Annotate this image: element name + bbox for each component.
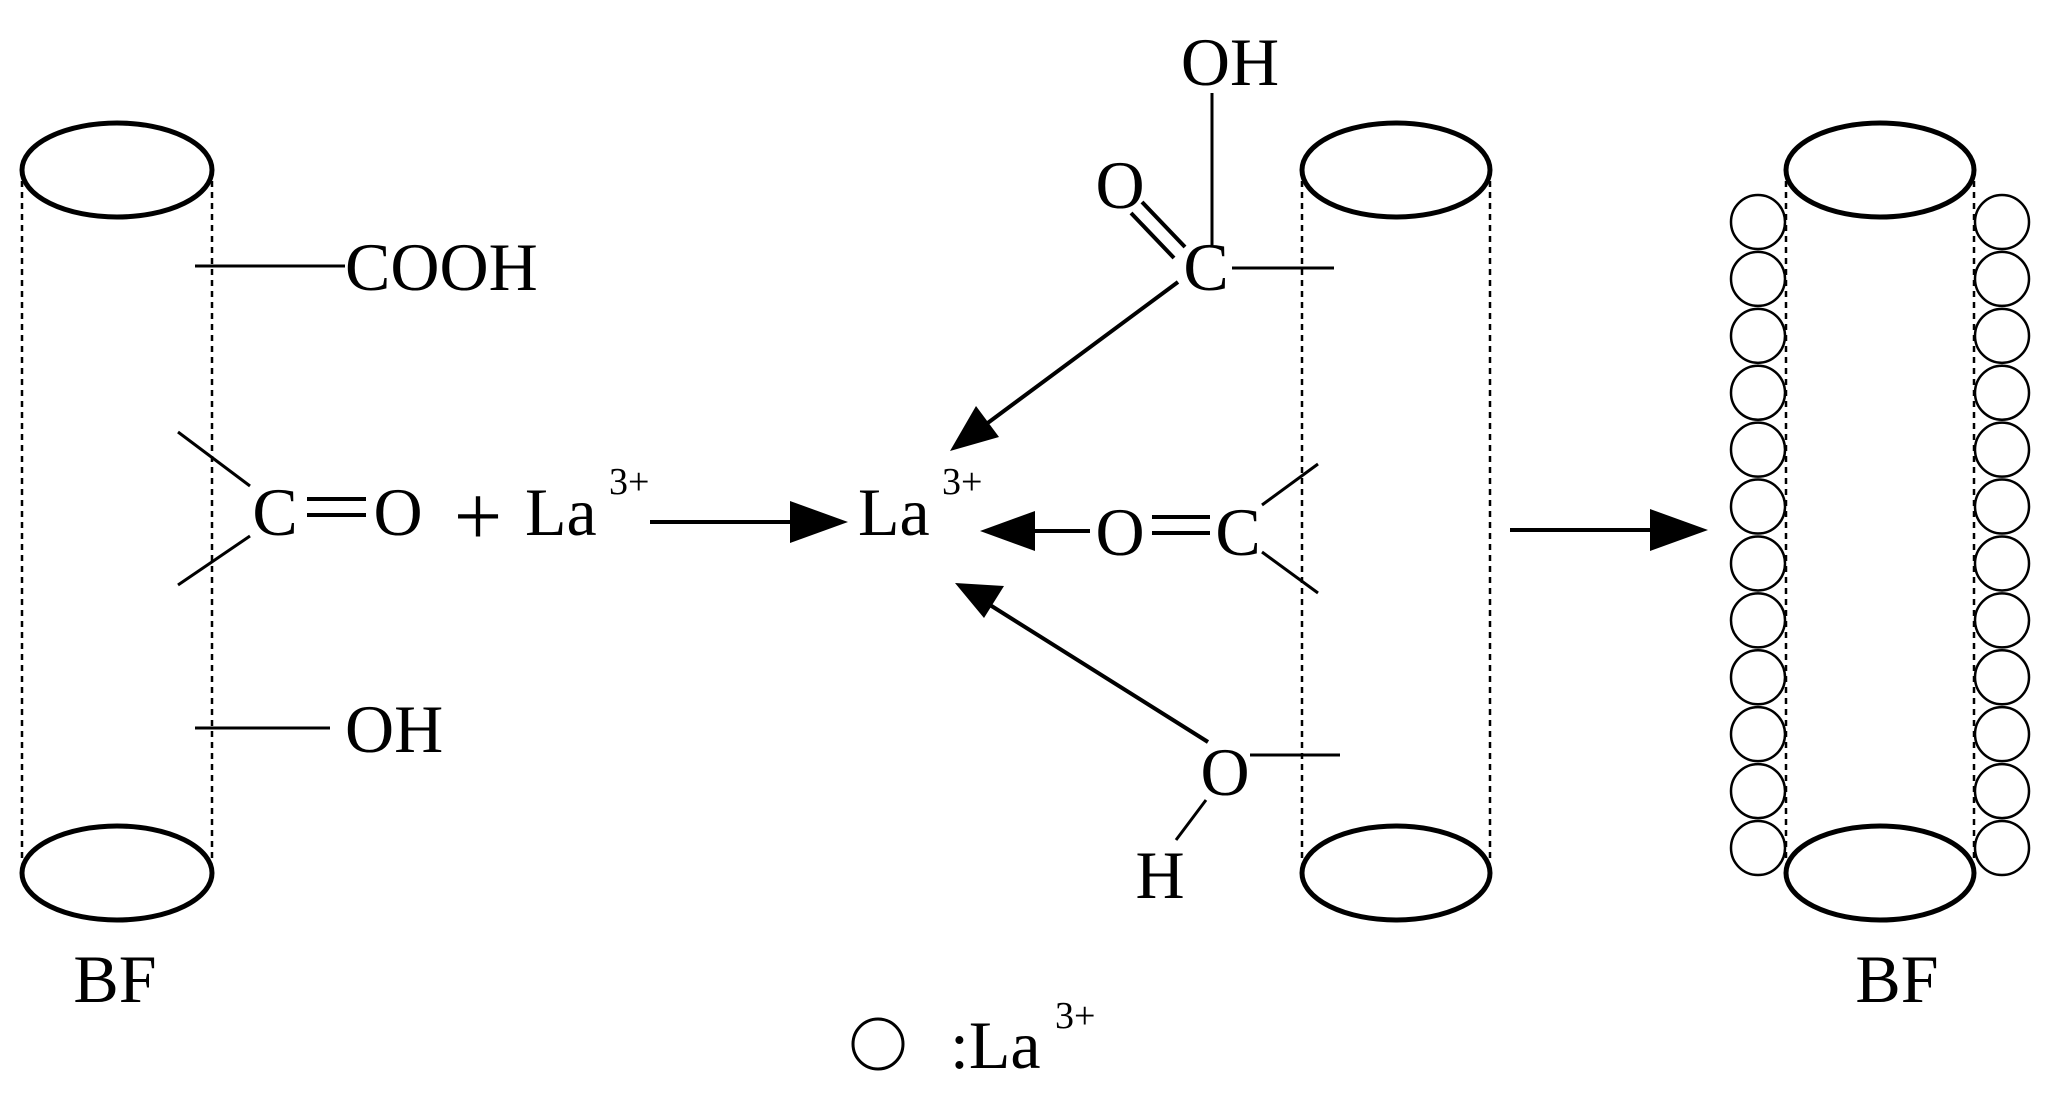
coordination-arrow-cooh-shaft [983,280,1180,427]
coordination-arrow-carbonyl-head [980,511,1035,551]
carbonyl-c-label: C [252,474,297,550]
carbonyl2-o-label: O [1095,494,1144,570]
la-bead [1973,705,2031,763]
cooh-double-bond-upper [1140,200,1187,249]
la-bead [1729,421,1787,478]
la-bead [1973,819,2031,877]
right-fiber-top-end [1783,120,1977,220]
la-bead [1973,364,2031,421]
la-bead [1973,250,2031,308]
middle-fiber [1299,120,1493,923]
hydroxyl-h-bond [1174,799,1208,841]
la-bead [1729,705,1787,763]
right-fiber-bottom-end [1783,823,1977,923]
right-fiber [1783,120,1977,923]
la-bead [1729,819,1787,877]
la-bead [1973,592,2031,649]
la-bead [1729,250,1787,308]
la-center-label: La [858,474,930,550]
la-bead [1729,535,1787,592]
middle-fiber-top-end [1299,120,1493,220]
cooh-double-bond-lower [1129,211,1176,260]
la-bead [1729,649,1787,706]
left-fiber-top-end [19,120,215,220]
la-bead [1973,193,2031,251]
la-bead [1973,535,2031,592]
oh-label-left: OH [345,691,443,767]
la-bead [1729,193,1787,251]
carbonyl-lower-bond [177,534,251,587]
coordination-arrow-hydroxyl-head [955,583,1004,618]
la-beads-left-column [1729,193,1787,877]
la-bead [1729,478,1787,535]
coordination-arrow-hydroxyl-shaft [988,603,1210,744]
legend-text: :La [950,1007,1041,1083]
cooh-c-label: C [1183,229,1228,305]
cooh-oh-label: OH [1181,24,1279,100]
legend-charge: 3+ [1055,995,1095,1037]
middle-fiber-bottom-end [1299,823,1493,923]
la-bead [1729,364,1787,421]
la-bead [1973,307,2031,365]
left-fiber [19,120,215,923]
legend-la-circle-icon [851,1017,905,1071]
coordination-arrow-cooh-head [950,406,999,451]
carbonyl-upper-bond [177,430,251,488]
carbonyl2-upper-bond [1261,462,1319,507]
carbonyl-o-label: O [373,474,422,550]
hydroxyl-h-label: H [1135,837,1184,913]
la-bead [1973,762,2031,820]
la-reactant-charge: 3+ [609,461,649,503]
la-bead [1973,421,2031,478]
la-bead [1973,478,2031,535]
carbonyl2-lower-bond [1261,550,1319,595]
la-bead [1729,592,1787,649]
reaction-arrow-head [790,501,848,543]
carbonyl2-c-label: C [1215,494,1260,570]
bf-label-left: BF [73,941,156,1017]
cooh-label: COOH [345,229,538,305]
product-arrow-head [1650,509,1708,551]
la-bead [1973,649,2031,706]
legend: :La 3+ [851,995,1095,1083]
plus-sign: + [454,468,503,564]
la-bead [1729,307,1787,365]
left-fiber-bottom-end [19,823,215,923]
bf-label-right: BF [1855,941,1938,1017]
hydroxyl-o-label: O [1200,734,1249,810]
la-reactant-label: La [525,474,597,550]
la-bead [1729,762,1787,820]
la-center-charge: 3+ [942,461,982,503]
cooh-o-label: O [1095,147,1144,223]
la-beads-right-column [1973,193,2031,877]
